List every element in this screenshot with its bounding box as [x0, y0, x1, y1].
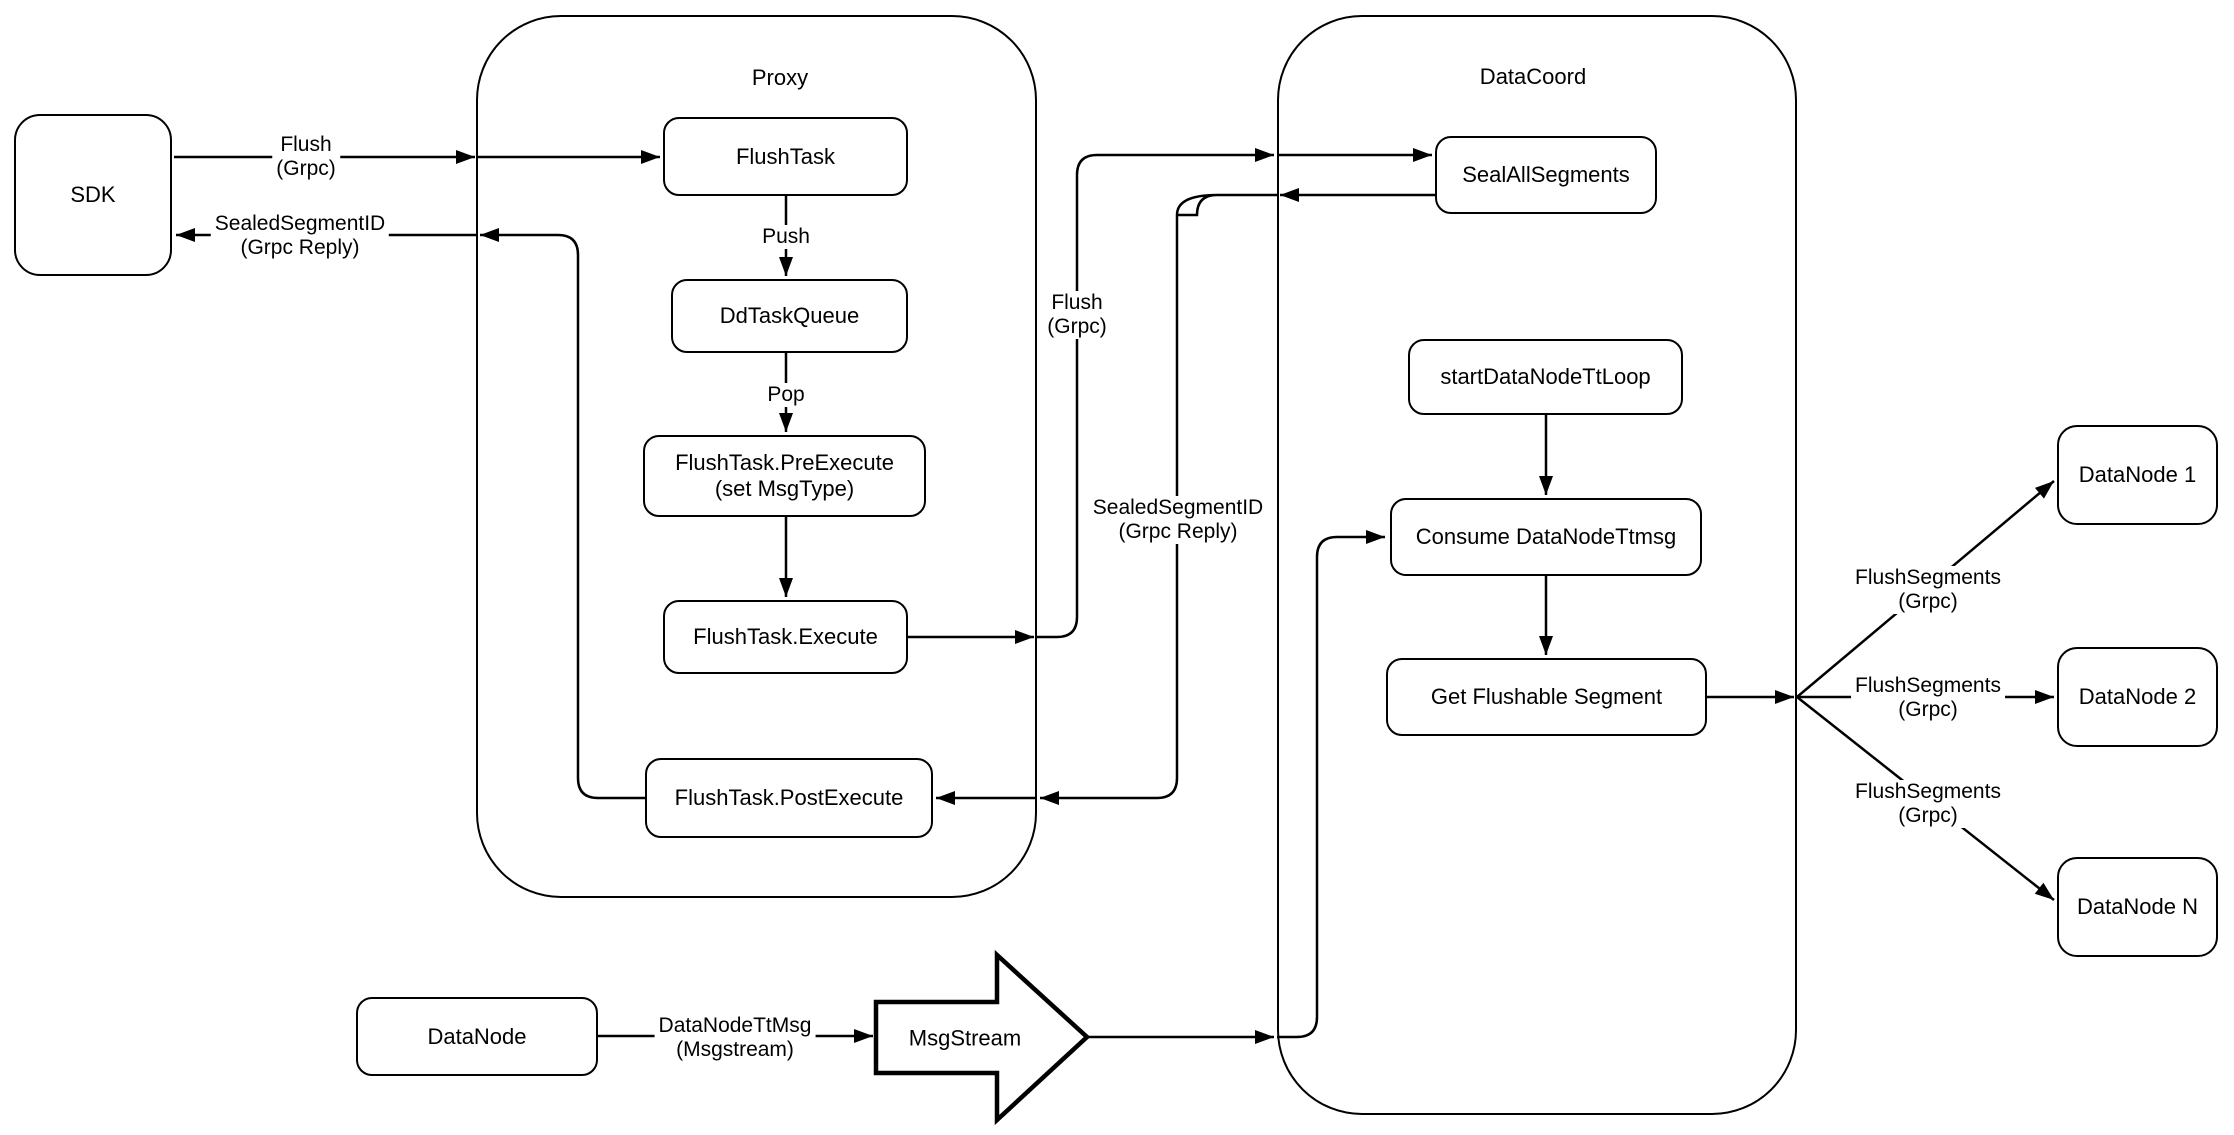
proxy-container-title: Proxy [751, 65, 809, 90]
proxy-container [476, 15, 1037, 898]
node-postexecute-label: FlushTask.PostExecute [674, 785, 904, 810]
edge-label-flushsegments-3: FlushSegments (Grpc) [1851, 780, 2005, 828]
node-datanode-label: DataNode [427, 1023, 527, 1049]
edge-label-sealedsegmentid-sdk: SealedSegmentID (Grpc Reply) [210, 212, 390, 260]
node-preexecute: FlushTask.PreExecute (set MsgType) [643, 435, 926, 517]
node-execute-label: FlushTask.Execute [693, 624, 878, 649]
edge-label-flush-sdk: Flush (Grpc) [272, 133, 340, 181]
msgstream-arrow-shape [873, 949, 1091, 1126]
node-ddtaskqueue-label: DdTaskQueue [719, 303, 860, 328]
node-datanode: DataNode [356, 997, 598, 1076]
edge-execute-sealallsegments [908, 148, 1432, 644]
node-getflushablesegment: Get Flushable Segment [1386, 658, 1707, 736]
edge-label-flushsegments-2: FlushSegments (Grpc) [1851, 674, 2005, 722]
node-datanode1: DataNode 1 [2057, 425, 2218, 525]
datacoord-container [1277, 15, 1797, 1115]
datacoord-container-title: DataCoord [1479, 64, 1587, 89]
node-flushtask-label: FlushTask [735, 143, 836, 169]
node-startdatanodettloop: startDataNodeTtLoop [1408, 339, 1683, 415]
node-startdatanodettloop-label: startDataNodeTtLoop [1440, 364, 1651, 389]
edge-label-flushsegments-1: FlushSegments (Grpc) [1851, 566, 2005, 614]
node-flushtask: FlushTask [663, 117, 908, 196]
node-datanoden-label: DataNode N [2076, 894, 2199, 919]
node-datanode2-label: DataNode 2 [2078, 684, 2197, 709]
node-datanode1-label: DataNode 1 [2078, 462, 2197, 487]
edge-label-sealedsegmentid-datacoord: SealedSegmentID (Grpc Reply) [1088, 496, 1268, 544]
node-sdk: SDK [14, 114, 172, 276]
node-getflushablesegment-label: Get Flushable Segment [1430, 684, 1663, 709]
edge-label-push: Push [758, 225, 814, 249]
edge-label-datanodettmsg: DataNodeTtMsg (Msgstream) [654, 1014, 816, 1062]
node-preexecute-label-line2: (set MsgType) [714, 476, 855, 501]
node-sealallsegments: SealAllSegments [1435, 136, 1657, 214]
node-consume-datanodettmsg-label: Consume DataNodeTtmsg [1415, 524, 1677, 549]
edge-label-flush-datacoord: Flush (Grpc) [1043, 291, 1111, 339]
node-ddtaskqueue: DdTaskQueue [671, 279, 908, 353]
node-postexecute: FlushTask.PostExecute [645, 758, 933, 838]
msgstream-label: MsgStream [908, 1025, 1022, 1051]
node-sdk-label: SDK [70, 182, 116, 207]
node-sealallsegments-label: SealAllSegments [1462, 162, 1630, 187]
node-datanoden: DataNode N [2057, 857, 2218, 957]
node-datanode2: DataNode 2 [2057, 647, 2218, 747]
node-consume-datanodettmsg: Consume DataNodeTtmsg [1390, 498, 1702, 576]
edge-label-pop: Pop [763, 383, 809, 407]
node-execute: FlushTask.Execute [663, 600, 908, 674]
node-preexecute-label-line1: FlushTask.PreExecute [675, 450, 894, 475]
